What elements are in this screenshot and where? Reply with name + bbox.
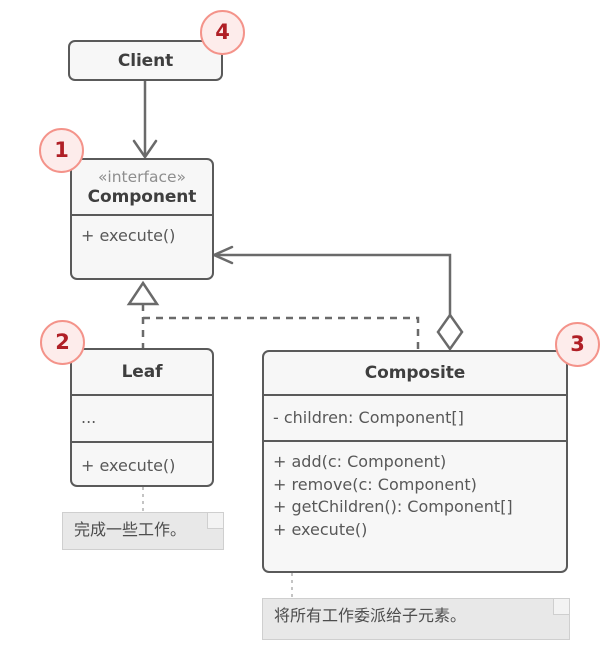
relation-client-to-component xyxy=(132,81,158,159)
step-badge-1[interactable]: 1 xyxy=(39,128,84,173)
note-composite: 将所有工作委派给子元素。 xyxy=(262,598,570,640)
class-box-leaf[interactable]: Leaf ... + execute() xyxy=(70,348,214,487)
composite-class-name: Composite xyxy=(364,363,466,383)
relation-composite-to-component xyxy=(212,245,464,352)
note-leaf: 完成一些工作。 xyxy=(62,512,224,550)
component-class-name: Component xyxy=(87,187,197,208)
class-box-composite[interactable]: Composite - children: Component[] + add(… xyxy=(262,350,568,573)
composite-operation: + execute() xyxy=(273,520,368,540)
step-badge-2[interactable]: 2 xyxy=(40,320,85,365)
composite-operation: + remove(c: Component) xyxy=(273,474,477,494)
client-name-compartment: Client xyxy=(70,42,221,79)
note-composite-text: 将所有工作委派给子元素。 xyxy=(274,606,467,625)
leaf-name-compartment: Leaf xyxy=(72,350,212,394)
note-fold-corner-icon xyxy=(553,599,569,615)
composite-operation: + add(c: Component) xyxy=(273,452,447,471)
composite-operations-compartment: + add(c: Component) + remove(c: Componen… xyxy=(264,440,566,551)
composite-attributes-compartment: - children: Component[] xyxy=(264,394,566,440)
relation-realization-to-component xyxy=(126,280,420,350)
leaf-attribute: ... xyxy=(81,408,97,428)
composite-attribute: - children: Component[] xyxy=(273,407,464,427)
leaf-attributes-compartment: ... xyxy=(72,394,212,441)
component-operation: + execute() xyxy=(81,226,176,246)
client-class-name: Client xyxy=(117,50,174,71)
component-name-compartment: «interface» Component xyxy=(72,160,212,214)
composite-name-compartment: Composite xyxy=(264,352,566,394)
leaf-class-name: Leaf xyxy=(121,362,163,382)
step-badge-4[interactable]: 4 xyxy=(200,10,245,55)
component-stereotype: «interface» xyxy=(97,168,187,186)
leaf-operations-compartment: + execute() xyxy=(72,441,212,485)
step-badge-label: 1 xyxy=(54,138,69,162)
note-fold-corner-icon xyxy=(207,513,223,529)
class-box-component[interactable]: «interface» Component + execute() xyxy=(70,158,214,280)
step-badge-3[interactable]: 3 xyxy=(555,322,600,367)
step-badge-label: 4 xyxy=(215,20,230,44)
step-badge-label: 2 xyxy=(55,330,70,354)
leaf-operation: + execute() xyxy=(81,455,176,475)
class-box-client[interactable]: Client xyxy=(68,40,223,81)
component-operations-compartment: + execute() xyxy=(72,214,212,257)
step-badge-label: 3 xyxy=(570,332,585,356)
note-leaf-text: 完成一些工作。 xyxy=(74,520,187,539)
composite-operation: + getChildren(): Component[] xyxy=(273,497,513,517)
